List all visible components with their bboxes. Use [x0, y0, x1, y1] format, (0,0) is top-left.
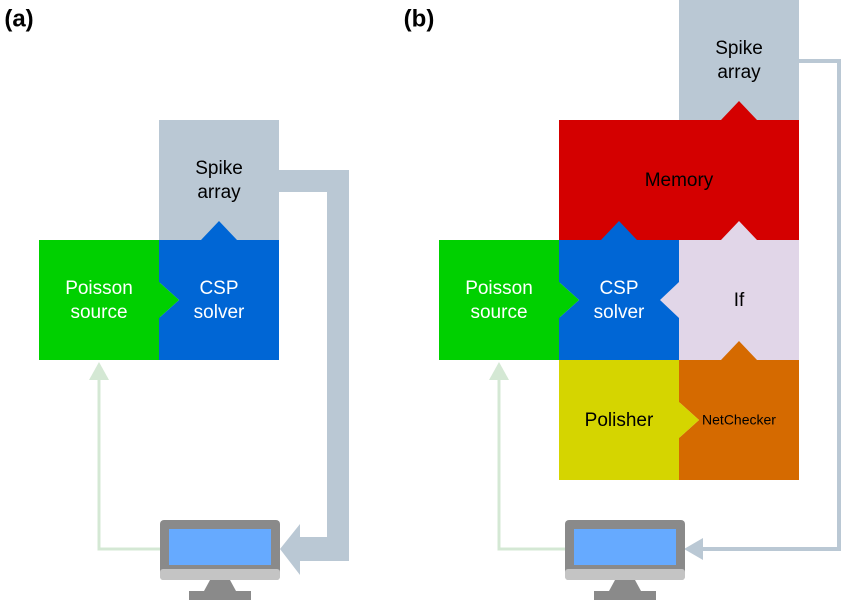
input-arrow-a — [97, 378, 160, 551]
csp-label-line1-a: CSP — [199, 278, 238, 299]
panel-a: (a) Spike array Poisson source CSP solve… — [4, 5, 349, 600]
csp-solver-block-b — [559, 221, 679, 360]
spike-array-label-line2-a: array — [197, 182, 241, 203]
polisher-label: Polisher — [585, 410, 654, 431]
netchecker-block-b — [679, 341, 799, 480]
feedback-arrow-a — [279, 170, 349, 575]
csp-label-line2-b: solver — [594, 302, 645, 323]
polisher-tab-b — [679, 402, 699, 438]
if-block-b — [660, 221, 799, 360]
if-label: If — [734, 290, 745, 311]
memory-block-b — [559, 101, 799, 240]
spike-array-label-line1-a: Spike — [195, 158, 243, 179]
poisson-source-block-b — [439, 240, 560, 360]
monitor-icon-b — [565, 520, 685, 600]
poisson-label-line1-b: Poisson — [465, 278, 533, 299]
poisson-source-block-a — [39, 240, 160, 360]
panel-a-label: (a) — [4, 5, 33, 32]
input-arrowhead-b — [489, 362, 509, 380]
poisson-tab-b — [559, 282, 579, 318]
input-arrow-b — [497, 378, 565, 551]
feedback-arrow-b — [703, 59, 841, 551]
panel-b-label: (b) — [404, 5, 435, 32]
spike-array-label-line1-b: Spike — [715, 38, 763, 59]
spike-array-label-line2-b: array — [717, 62, 761, 83]
csp-label-line2-a: solver — [194, 302, 245, 323]
spike-array-block-a — [159, 120, 279, 240]
panel-b: (b) Spike array Memory Poisson source CS… — [404, 0, 841, 600]
poisson-label-line2-a: source — [70, 302, 127, 323]
netchecker-label: NetChecker — [702, 412, 776, 428]
feedback-arrowhead-b — [684, 538, 703, 560]
csp-solver-block-a — [159, 221, 279, 360]
polisher-block-b — [559, 360, 680, 480]
poisson-label-line1-a: Poisson — [65, 278, 133, 299]
csp-label-line1-b: CSP — [599, 278, 638, 299]
monitor-icon-a — [160, 520, 280, 600]
poisson-tab-a — [159, 282, 179, 318]
poisson-label-line2-b: source — [470, 302, 527, 323]
memory-label: Memory — [645, 170, 714, 191]
spike-array-block-b — [679, 0, 799, 121]
input-arrowhead-a — [89, 362, 109, 380]
